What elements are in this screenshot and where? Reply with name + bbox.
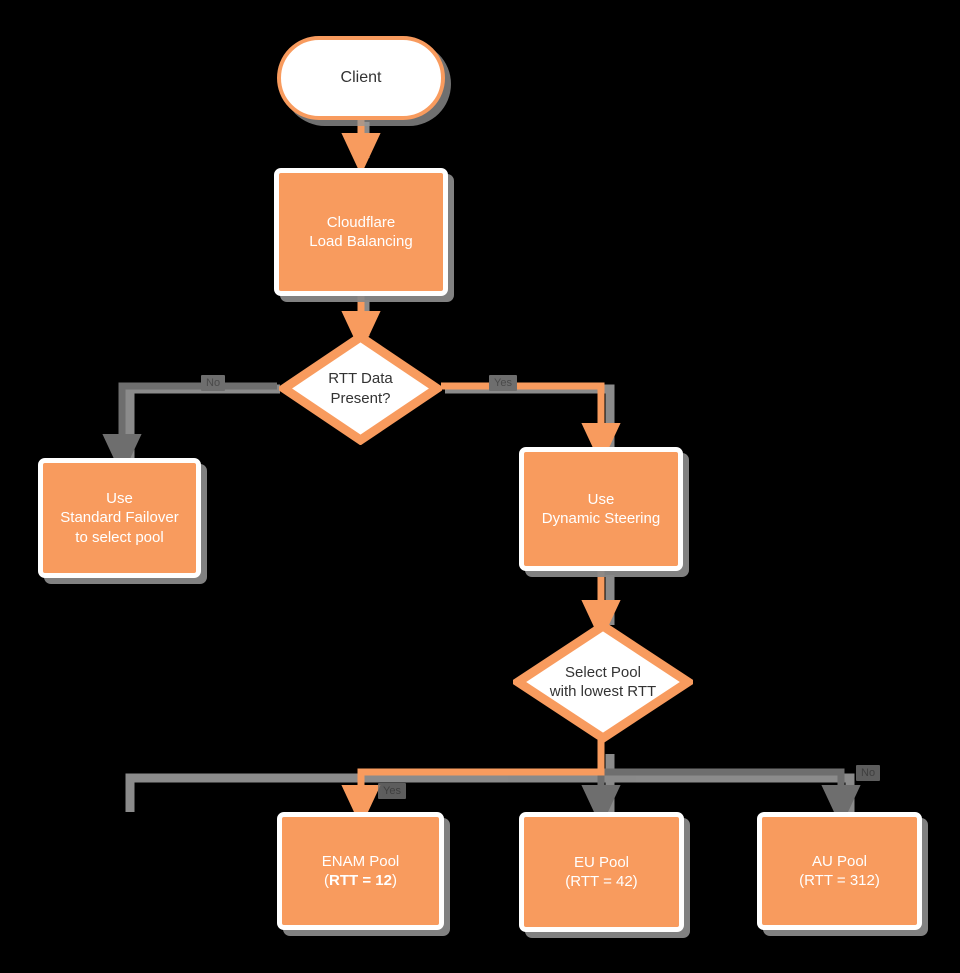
- node-client[interactable]: Client: [277, 36, 445, 120]
- node-rtt-decision[interactable]: RTT Data Present?: [279, 332, 442, 445]
- node-dynamic-steering-label: Use Dynamic Steering: [541, 490, 661, 527]
- node-standard-failover-label: Use Standard Failover to select pool: [60, 490, 179, 546]
- node-standard-failover[interactable]: Use Standard Failover to select pool: [38, 458, 201, 578]
- node-load-balancing[interactable]: Cloudflare Load Balancing: [274, 168, 448, 296]
- node-enam-pool-rtt: (RTT = 12): [324, 872, 397, 889]
- node-eu-pool[interactable]: EU Pool (RTT = 42): [519, 812, 684, 932]
- edge-rtt-to-standard-failover: [102, 382, 277, 476]
- edge-select-to-au-pool: [601, 768, 861, 827]
- select-pool-shape: [513, 621, 693, 743]
- edge-select-to-enam-pool: [341, 740, 605, 827]
- node-select-pool[interactable]: Select Pool with lowest RTT: [513, 621, 693, 743]
- edge-label-select-enam: Yes: [378, 783, 406, 799]
- node-dynamic-steering[interactable]: Use Dynamic Steering: [519, 447, 683, 571]
- rtt-decision-shape: [279, 332, 442, 445]
- node-enam-pool-label: ENAM Pool (RTT = 12): [321, 852, 400, 889]
- edge-rtt-to-dynamic-steering: [441, 382, 621, 465]
- edge-label-select-au: No: [856, 765, 881, 781]
- edge-label-rtt-no: No: [201, 375, 226, 391]
- node-eu-pool-label: EU Pool (RTT = 42): [565, 853, 638, 890]
- node-load-balancing-label: Cloudflare Load Balancing: [309, 213, 413, 250]
- edge-label-rtt-yes: Yes: [489, 375, 517, 391]
- node-au-pool[interactable]: AU Pool (RTT = 312): [757, 812, 922, 930]
- node-client-label: Client: [340, 68, 382, 86]
- node-au-pool-label: AU Pool (RTT = 312): [799, 852, 880, 889]
- node-enam-pool[interactable]: ENAM Pool (RTT = 12): [277, 812, 444, 930]
